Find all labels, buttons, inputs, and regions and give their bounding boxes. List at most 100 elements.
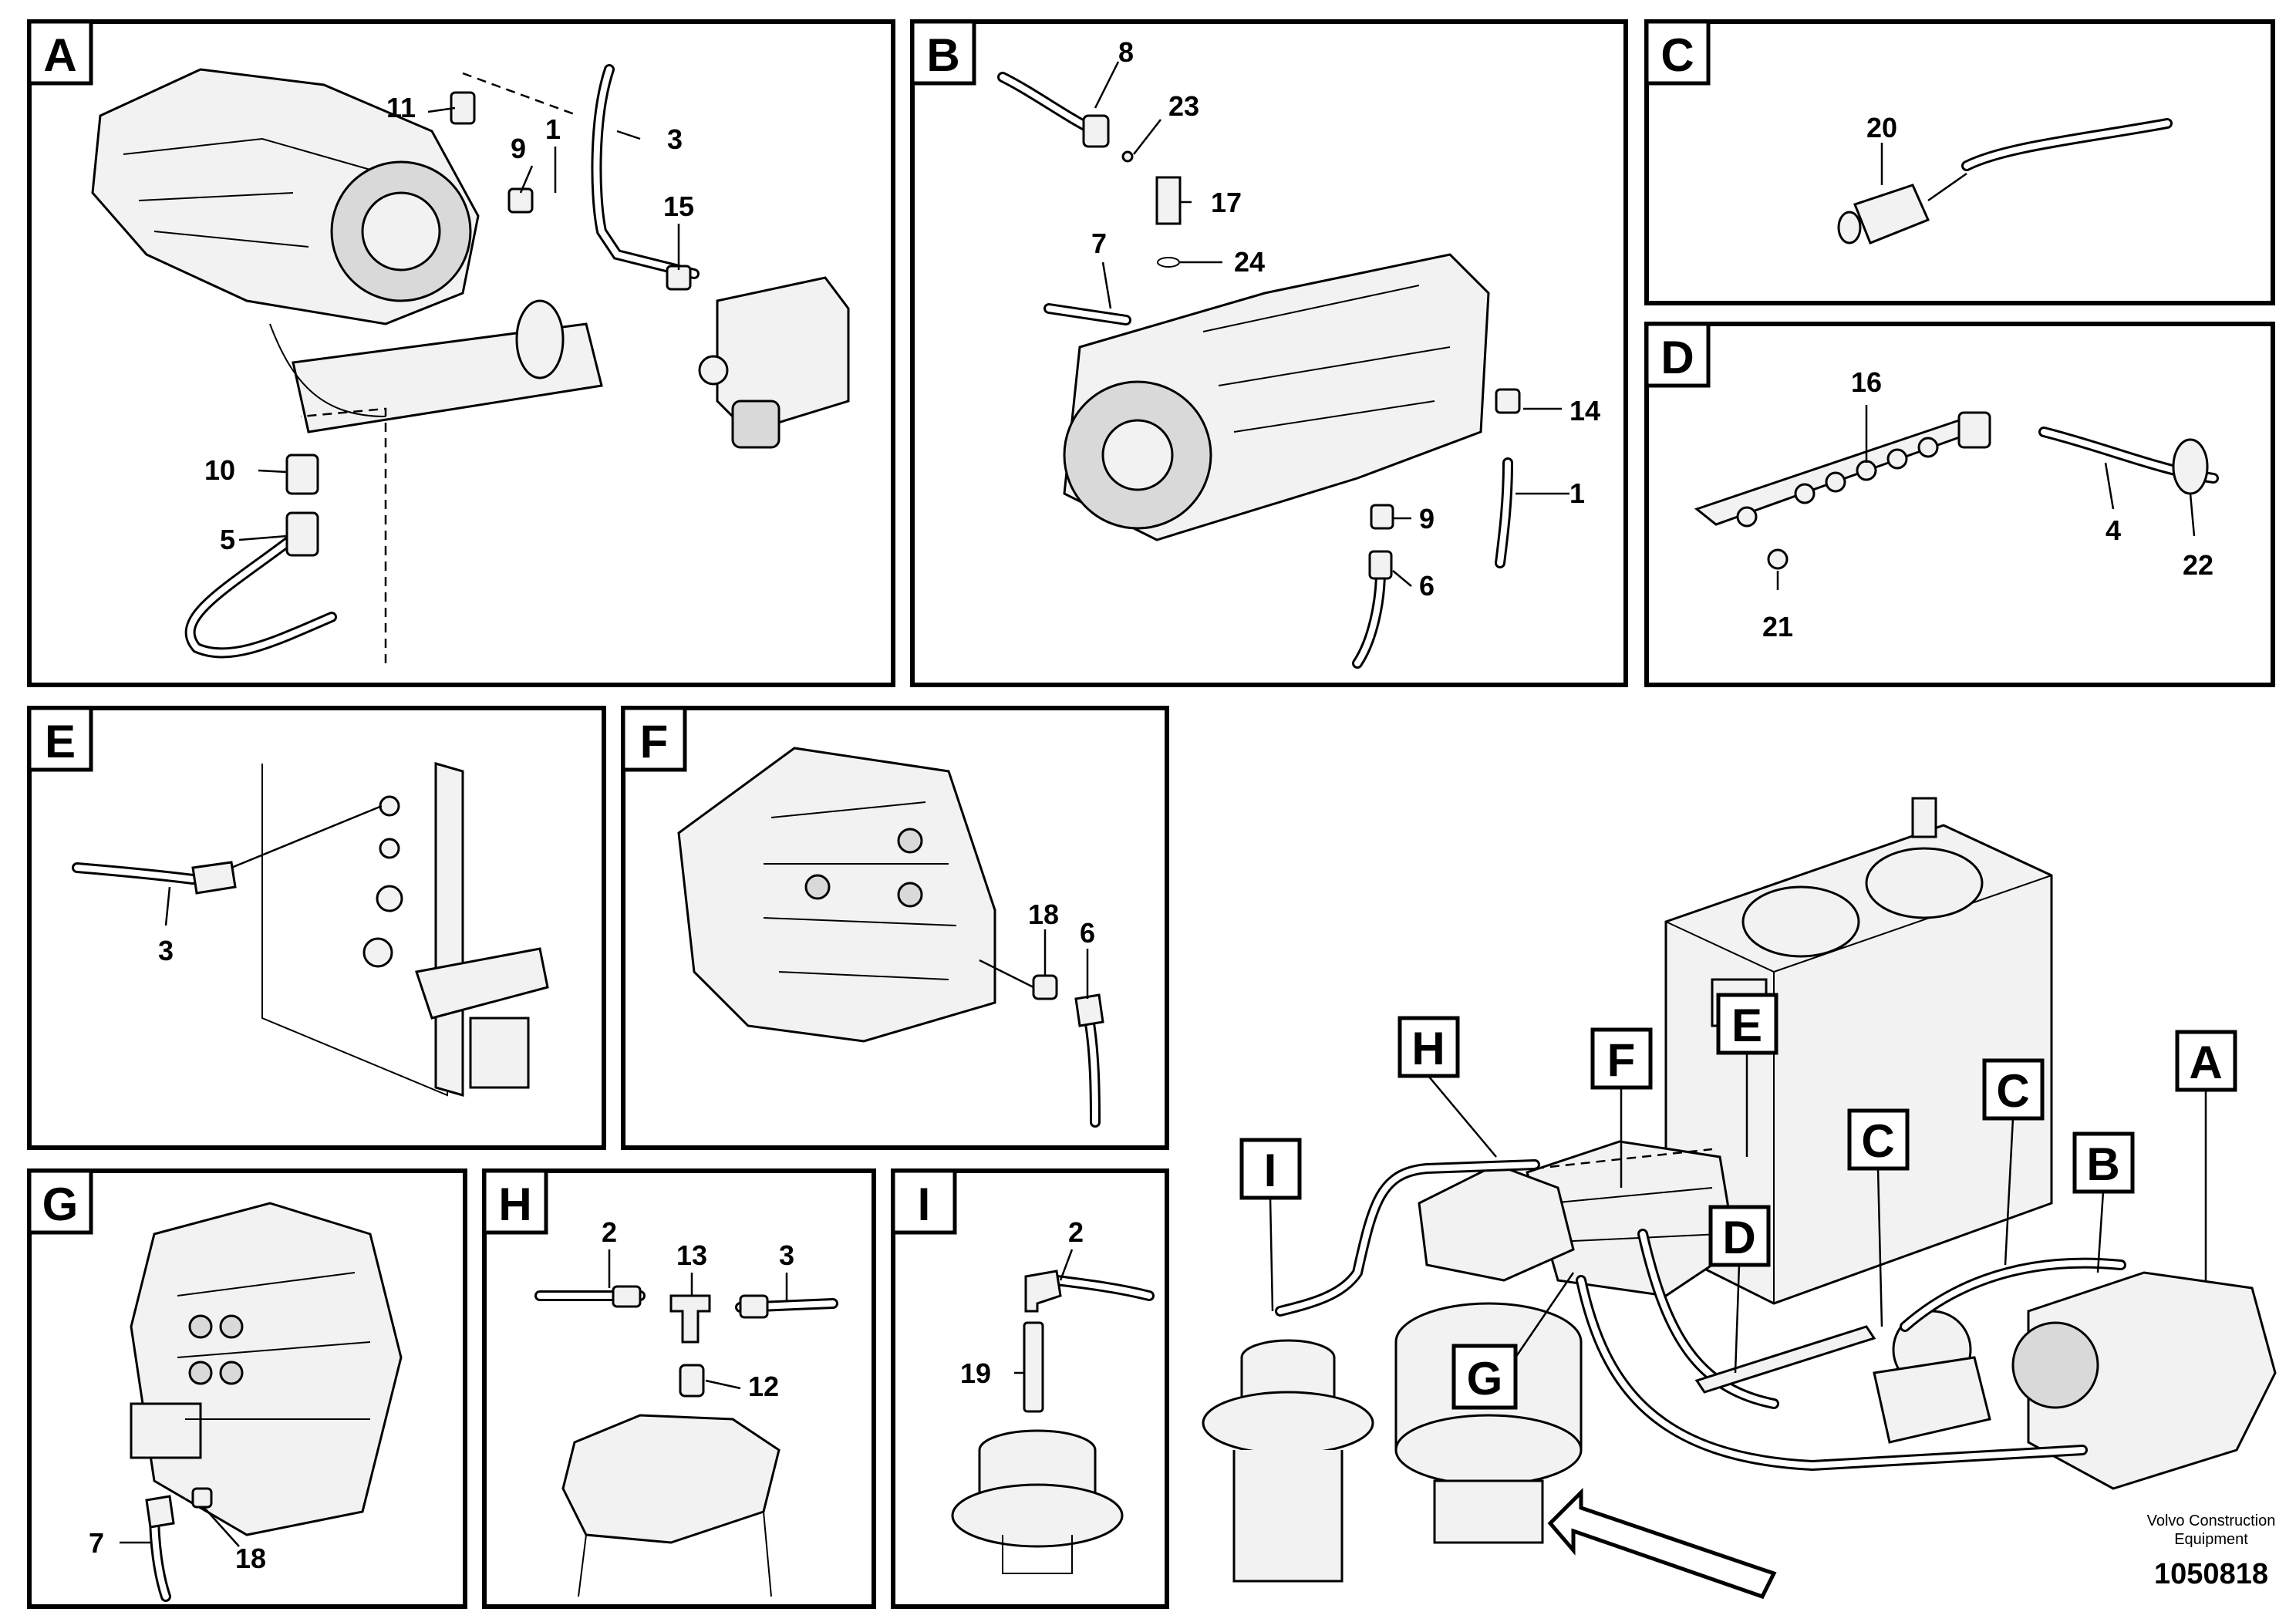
elbow-14 (1495, 388, 1521, 414)
panel-e-tag: E (45, 716, 76, 767)
svg-text:D: D (1722, 1212, 1755, 1263)
fitting-9-b (1370, 504, 1394, 530)
panel-a-frame (27, 19, 895, 687)
overview-tag-d: D (1708, 1205, 1771, 1374)
panel-g-frame (27, 1168, 467, 1609)
fitting-5 (285, 511, 319, 557)
control-valve-rear-illustration (130, 1202, 403, 1536)
panel-e-tag-box (27, 706, 93, 772)
callout-2-i: 2 (1068, 1216, 1084, 1248)
panel-h-frame (482, 1168, 876, 1609)
swivel-top-illustration (561, 1414, 781, 1597)
panel-i-tag: I (918, 1179, 931, 1230)
manifold-fittings (1736, 437, 1939, 528)
panel-d: D 16 4 22 21 (1644, 322, 2275, 687)
fitting-6 (1368, 550, 1393, 580)
overview-tag-e: E (1716, 993, 1778, 1157)
panel-e-frame (27, 706, 606, 1150)
callout-1-b: 1 (1569, 477, 1585, 509)
o-ring-23 (1121, 150, 1134, 163)
callout-7-g: 7 (89, 1527, 104, 1559)
overview-tag-f: F (1590, 1027, 1653, 1188)
callout-18-g: 18 (235, 1543, 266, 1574)
callout-24: 24 (1234, 246, 1265, 278)
brand-line-2: Equipment (2174, 1531, 2248, 1548)
svg-text:G: G (1467, 1353, 1503, 1404)
svg-text:E: E (1731, 1000, 1762, 1051)
callout-2: 2 (602, 1216, 617, 1248)
svg-text:B: B (2086, 1138, 2119, 1190)
callout-12: 12 (748, 1371, 779, 1402)
panel-c: C 20 (1644, 19, 2275, 305)
overview-tag-a: A (2175, 1030, 2237, 1280)
fitting-8 (1082, 114, 1110, 148)
panel-g: G 7 18 (27, 1168, 467, 1609)
callout-21: 21 (1762, 611, 1793, 642)
fitting-10 (285, 454, 319, 495)
fitting-12 (679, 1364, 705, 1398)
overview-tag-i: I (1239, 1138, 1302, 1312)
svg-text:H: H (1411, 1023, 1445, 1074)
elbow-7-g (145, 1495, 175, 1529)
callout-9: 9 (511, 133, 526, 164)
bolt-21 (1767, 548, 1789, 570)
callout-8: 8 (1118, 36, 1134, 68)
callout-6-f: 6 (1080, 917, 1095, 949)
callout-22: 22 (2183, 549, 2213, 581)
panel-h-tag-box (482, 1168, 548, 1235)
fitting-18-g (191, 1487, 213, 1509)
panel-b-tag: B (926, 29, 959, 81)
restrictor-20 (1853, 184, 1930, 244)
panel-c-tag-box (1644, 19, 1711, 86)
hydraulic-pump-illustration (91, 68, 480, 325)
callout-13: 13 (676, 1239, 707, 1271)
panel-f-tag-box (621, 706, 687, 772)
callout-14: 14 (1569, 395, 1600, 427)
panel-g-tag: G (42, 1179, 79, 1230)
machine-overview: H F E C C A I (1202, 797, 2277, 1600)
hydraulic-tank-illustration (261, 762, 549, 1097)
overview-tag-c-2: C (1982, 1058, 2045, 1266)
fitting-18 (1032, 974, 1058, 1000)
callout-10: 10 (204, 454, 235, 486)
callout-6: 6 (1419, 570, 1435, 602)
center-swivel-overview (1202, 1339, 1374, 1583)
panel-e: E 3 (27, 706, 606, 1150)
callout-3-e: 3 (158, 935, 174, 966)
swivel-joint-illustration (951, 1429, 1124, 1574)
control-valve-illustration (677, 747, 996, 1043)
callout-7: 7 (1091, 228, 1107, 259)
overview-tag-b: B (2072, 1131, 2135, 1273)
panel-i-frame (891, 1168, 1169, 1609)
overview-tag-c-1: C (1847, 1108, 1910, 1327)
manifold-overview (1694, 1325, 1876, 1394)
callout-9-b: 9 (1419, 503, 1435, 534)
callout-4: 4 (2106, 514, 2121, 546)
panel-c-frame (1644, 19, 2275, 305)
adapter-19 (1023, 1321, 1044, 1413)
callout-3: 3 (667, 123, 683, 155)
svg-text:A: A (2189, 1037, 2222, 1088)
fitting-9 (507, 187, 534, 214)
callout-17: 17 (1211, 187, 1242, 218)
grommet-22 (2172, 438, 2209, 495)
suction-pipe-illustration (269, 299, 603, 433)
callout-5: 5 (220, 524, 235, 555)
o-ring-24 (1157, 257, 1180, 268)
overview-tag-g: G (1451, 1272, 1575, 1410)
panel-c-tag: C (1660, 29, 1694, 81)
panel-b-tag-box (910, 19, 976, 86)
panel-b: B 8 23 17 24 7 14 1 9 6 (910, 19, 1628, 687)
svg-text:F: F (1607, 1034, 1636, 1086)
panel-b-frame (910, 19, 1628, 687)
direction-arrow (1547, 1487, 1777, 1600)
panel-h-tag: H (498, 1179, 531, 1230)
callout-1: 1 (545, 113, 561, 145)
panel-d-tag: D (1660, 332, 1694, 383)
svg-text:C: C (1996, 1065, 2029, 1117)
main-pump-illustration (1063, 253, 1490, 541)
callout-15: 15 (663, 191, 694, 222)
svg-text:C: C (1861, 1115, 1894, 1167)
tee-13 (669, 1294, 711, 1344)
callout-23: 23 (1168, 90, 1199, 122)
